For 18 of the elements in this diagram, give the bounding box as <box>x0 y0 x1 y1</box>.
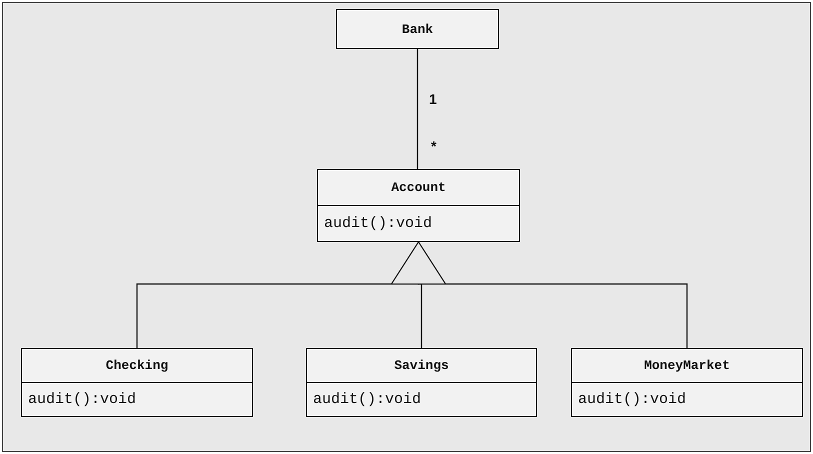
generalization-arrow <box>391 242 688 348</box>
multiplicity-label: * <box>431 138 436 154</box>
method-text: audit():void <box>324 215 432 232</box>
class-box <box>571 348 803 417</box>
method-text: audit():void <box>578 391 686 408</box>
multiplicity-label: 1 <box>429 91 437 107</box>
class-name: Savings <box>394 358 449 373</box>
class-name: Bank <box>402 22 434 36</box>
class-box <box>21 348 253 417</box>
class-name: Account <box>391 180 446 195</box>
method-text: audit():void <box>28 391 136 408</box>
class-box <box>306 348 537 417</box>
class-box <box>336 9 499 49</box>
class-box <box>317 169 520 242</box>
class-name: Checking <box>106 358 168 373</box>
association-line <box>416 49 418 169</box>
class-name: MoneyMarket <box>644 358 730 373</box>
method-text: audit():void <box>313 391 422 408</box>
